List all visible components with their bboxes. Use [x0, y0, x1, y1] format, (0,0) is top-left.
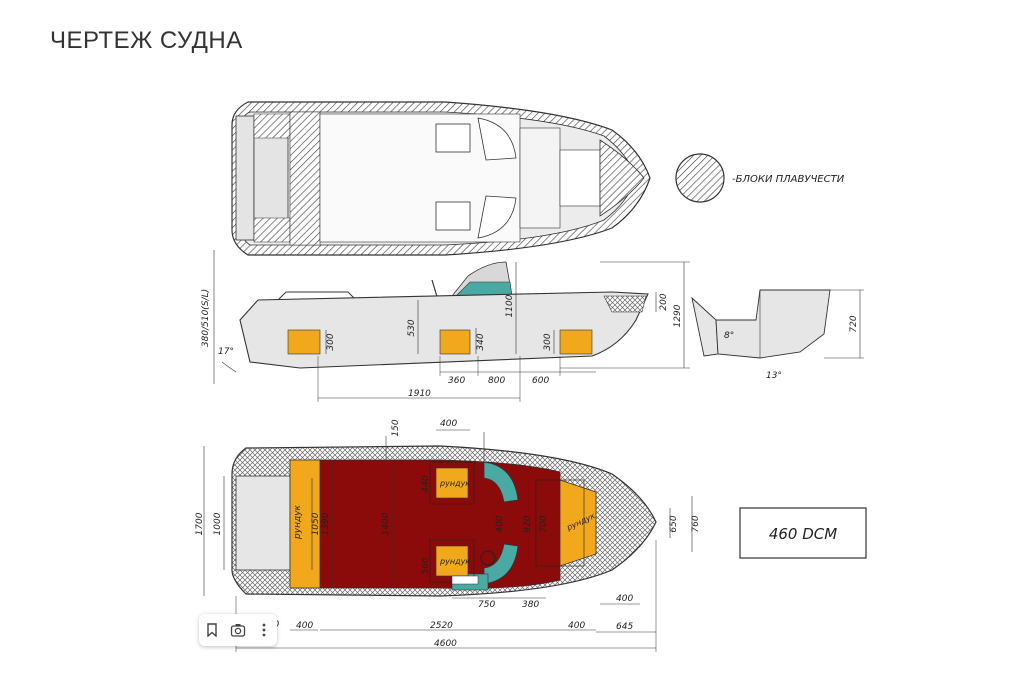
- svg-text:400: 400: [616, 594, 633, 604]
- svg-text:300: 300: [326, 333, 336, 350]
- svg-text:400: 400: [440, 419, 457, 429]
- svg-text:200: 200: [659, 293, 669, 310]
- section-view: 8° 13° 720: [691, 289, 864, 381]
- svg-text:530: 530: [407, 319, 417, 336]
- svg-text:720: 720: [849, 315, 859, 332]
- svg-text:4600: 4600: [434, 639, 457, 649]
- svg-text:300: 300: [543, 333, 553, 350]
- svg-text:1910: 1910: [408, 389, 431, 399]
- svg-text:рундук: рундук: [439, 557, 470, 566]
- buoyancy-block-swatch: [675, 153, 725, 203]
- svg-text:560: 560: [421, 557, 431, 574]
- svg-text:1000: 1000: [213, 512, 223, 535]
- angle-stern: 17°: [218, 347, 234, 357]
- image-toolbar: [199, 614, 277, 646]
- model-label: 460 DCM: [769, 525, 837, 543]
- svg-text:800: 800: [488, 376, 505, 386]
- bookmark-icon[interactable]: [201, 619, 223, 641]
- svg-text:1390: 1390: [321, 512, 331, 535]
- svg-text:150: 150: [391, 419, 401, 436]
- page-title: ЧЕРТЕЖ СУДНА: [50, 27, 243, 54]
- svg-text:360: 360: [448, 376, 465, 386]
- svg-text:380: 380: [522, 600, 539, 610]
- svg-text:645: 645: [616, 622, 633, 632]
- more-icon[interactable]: [253, 619, 275, 641]
- locker-label: рундук: [293, 504, 303, 539]
- svg-text:400: 400: [296, 621, 313, 631]
- svg-text:400: 400: [495, 515, 505, 532]
- svg-text:рундук: рундук: [439, 479, 470, 488]
- svg-text:750: 750: [478, 600, 495, 610]
- svg-text:2520: 2520: [430, 621, 453, 631]
- legend: -БЛОКИ ПЛАВУЧЕСТИ: [675, 153, 845, 203]
- svg-text:1700: 1700: [195, 512, 205, 535]
- side-view: 380/510(S/L) 530 300 340 1100 300 200 12…: [201, 250, 690, 402]
- model-label-box: 460 DCM: [739, 507, 867, 559]
- svg-text:650: 650: [669, 515, 679, 532]
- svg-text:13°: 13°: [766, 371, 782, 381]
- svg-text:600: 600: [532, 376, 549, 386]
- top-view: [231, 101, 651, 256]
- legend-label: -БЛОКИ ПЛАВУЧЕСТИ: [732, 174, 845, 185]
- svg-text:920: 920: [523, 515, 533, 532]
- plan-view: рундук рундук рундук рундук 1050 1390 14…: [195, 419, 701, 652]
- svg-text:340: 340: [476, 333, 486, 350]
- lens-icon[interactable]: [227, 619, 249, 641]
- dim-380-510: 380/510(S/L): [201, 289, 211, 347]
- svg-text:8°: 8°: [724, 331, 734, 341]
- svg-text:1050: 1050: [311, 512, 321, 535]
- svg-text:1400: 1400: [381, 512, 391, 535]
- svg-text:440: 440: [421, 475, 431, 492]
- svg-text:1100: 1100: [505, 294, 515, 317]
- svg-text:1290: 1290: [673, 304, 683, 327]
- svg-text:700: 700: [539, 515, 549, 532]
- svg-text:400: 400: [568, 621, 585, 631]
- svg-text:760: 760: [691, 515, 701, 532]
